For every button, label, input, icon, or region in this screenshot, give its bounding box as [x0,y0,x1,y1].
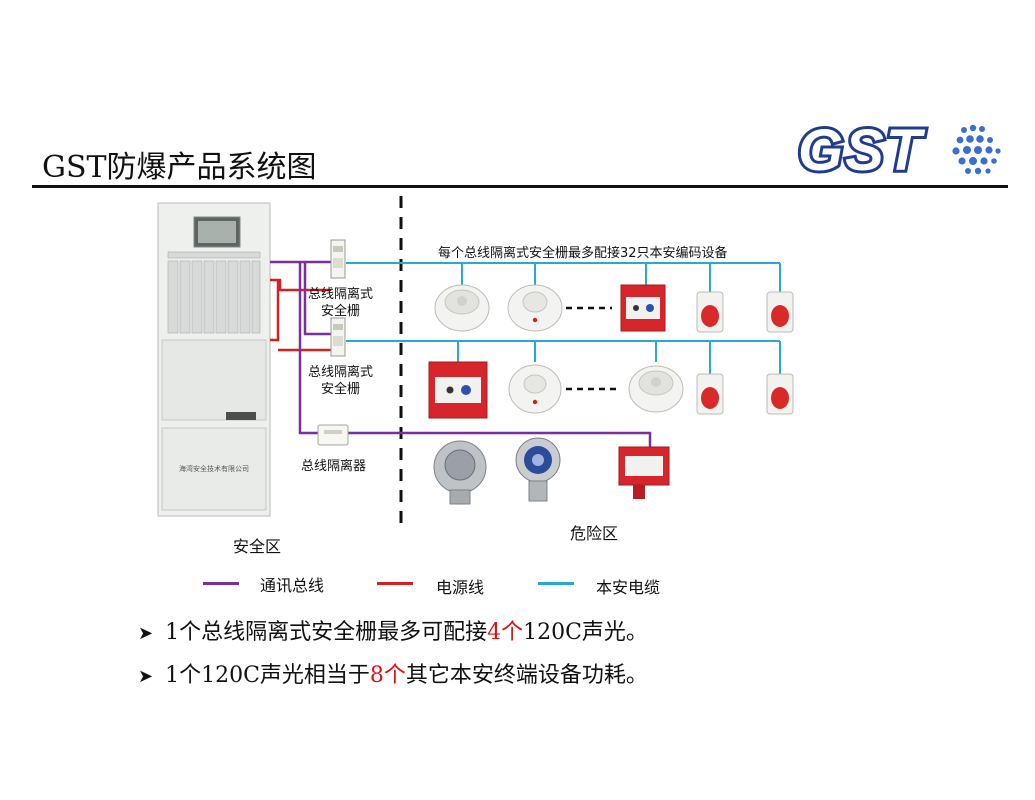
legend-is-cable-swatch [538,582,574,585]
legend-comm-bus-swatch [203,582,239,585]
safety-barrier-2 [330,317,346,357]
heat-detector-1 [507,284,563,332]
title-divider [32,185,1008,188]
logo-text: GST [798,118,926,180]
legend-is-cable: 本安电缆 [596,578,661,597]
comm-bus-lines [270,260,652,447]
bus-isolator [317,424,349,446]
manual-call-point-1 [620,284,666,332]
safety-barrier-1 [330,239,346,279]
smoke-detector-2 [628,365,684,413]
sounder-strobe-1 [696,291,724,333]
hazard-zone-label: 危险区 [570,524,619,543]
page-title: GST防爆产品系统图 [42,150,317,185]
bullet-arrow-icon: ➤ [138,623,154,644]
gst-logo: GST [796,118,1001,180]
explosion-proof-gas-detector [515,437,561,502]
explosion-proof-detector [433,440,487,505]
sounder-strobe-2 [766,291,794,333]
heat-detector-2 [508,364,562,414]
legend-power-swatch [377,582,413,585]
explosion-proof-call-point [618,446,670,499]
sounder-strobe-3 [696,373,724,415]
legend-comm-bus: 通讯总线 [260,576,325,595]
fire-control-panel [157,202,271,517]
is-cable-lines [346,262,781,374]
isolator-label: 总线隔离器 [301,459,367,474]
manual-call-point-2 [428,361,488,419]
barrier-capacity-label: 每个总线隔离式安全栅最多配接32只本安编码设备 [438,246,728,261]
sounder-strobe-4 [766,373,794,415]
safe-zone-label: 安全区 [233,537,282,556]
bullet-note-1: ➤1个总线隔离式安全栅最多可配接4个120C声光。 [138,620,648,645]
smoke-detector-1 [434,284,490,332]
bullet-note-2: ➤1个120C声光相当于8个其它本安终端设备功耗。 [138,663,648,688]
barrier-label-1: 总线隔离式安全栅 [308,287,374,319]
barrier-label-2: 总线隔离式安全栅 [308,365,374,397]
panel-caption: 海湾安全技术有限公司 [179,464,249,473]
logo-dots-icon [952,124,1001,175]
legend-power: 电源线 [436,578,485,597]
bullet-arrow-icon: ➤ [138,666,154,687]
